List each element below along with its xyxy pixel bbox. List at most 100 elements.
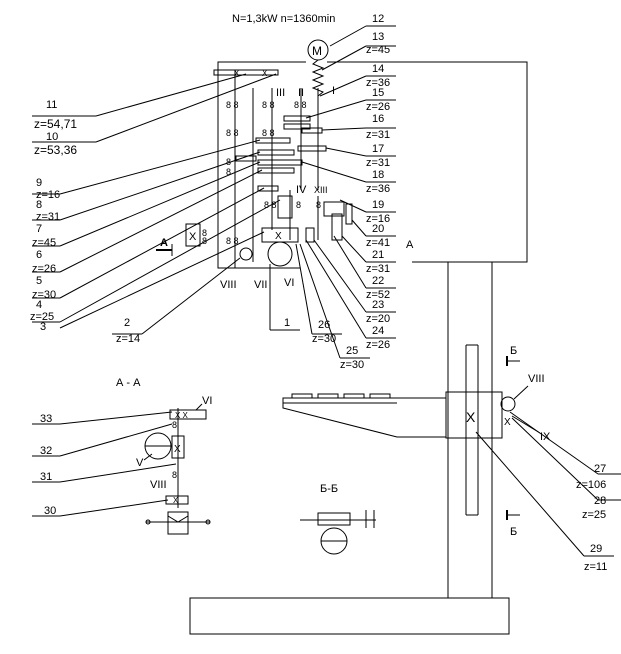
svg-text:X: X	[234, 69, 240, 78]
leader-32-num: 32	[40, 445, 52, 457]
svg-text:8: 8	[296, 200, 301, 210]
labels-left: 11 z=54,71 10 z=53,36 9 z=16 8 z=31 7 z=…	[30, 99, 140, 345]
leader-25-num: 25	[346, 345, 358, 357]
svg-text:8: 8	[172, 420, 177, 430]
leader-26-num: 26	[318, 319, 330, 331]
shaft-label-vi: VI	[284, 277, 294, 289]
svg-text:X: X	[275, 231, 282, 242]
svg-text:8: 8	[202, 236, 207, 246]
leader-21-z: z=31	[366, 263, 390, 275]
leader-18-num: 18	[372, 169, 384, 181]
gear-x-ix: X	[504, 417, 511, 428]
leader-14-num: 14	[372, 63, 384, 75]
leader-19-z: z=16	[366, 213, 390, 225]
svg-text:8: 8	[316, 200, 321, 210]
leader-27-num: 27	[594, 463, 606, 475]
leader-15-num: 15	[372, 87, 384, 99]
svg-text:X: X	[189, 231, 197, 243]
leader-10-num: 10	[46, 131, 58, 143]
svg-text:8: 8	[226, 167, 231, 177]
leader-lines-right	[269, 25, 621, 557]
leader-20-num: 20	[372, 223, 384, 235]
leader-13-num: 13	[372, 31, 384, 43]
leader-4-num: 4	[36, 299, 42, 311]
leader-8-z: z=31	[36, 211, 60, 223]
svg-text:8 8: 8 8	[226, 236, 239, 246]
section-aa-vi: VI	[202, 395, 212, 407]
leader-27-z: z=106	[576, 479, 606, 491]
leader-5-num: 5	[36, 275, 42, 287]
leader-1-num: 1	[284, 317, 290, 329]
leader-lines-left	[32, 73, 281, 335]
section-aa-view: А - А X X VI 8 8 X V VIII X 33 32 31 30	[32, 377, 212, 535]
leader-17-num: 17	[372, 143, 384, 155]
leader-18-z: z=36	[366, 183, 390, 195]
section-a-right-label: A	[406, 239, 414, 251]
leader-24-z: z=26	[366, 339, 390, 351]
handwheel-viii: VIII IX X	[500, 373, 551, 443]
leader-2-z: z=14	[116, 333, 140, 345]
shaft-label-vii: VII	[254, 279, 267, 291]
section-aa-viii: VIII	[150, 479, 167, 491]
svg-text:8 8: 8 8	[226, 100, 239, 110]
leader-15-z: z=26	[366, 101, 390, 113]
table-gear-x: X	[466, 409, 476, 425]
leader-4-z: z=25	[30, 311, 54, 323]
leader-28-num: 28	[594, 495, 606, 507]
svg-text:X: X	[262, 69, 268, 78]
section-b-top-label: Б	[510, 345, 517, 357]
leader-23-z: z=20	[366, 313, 390, 325]
svg-text:8 8: 8 8	[294, 100, 307, 110]
section-b-marks: Б Б	[506, 345, 520, 538]
leader-9-z: z=16	[36, 189, 60, 201]
leader-19-num: 19	[372, 199, 384, 211]
leader-24-num: 24	[372, 325, 384, 337]
leader-21-num: 21	[372, 249, 384, 261]
svg-text:X: X	[173, 496, 179, 505]
leader-13-z: z=45	[366, 44, 390, 56]
leader-8-num: 8	[36, 199, 42, 211]
power-speed-header: N=1,3kW n=1360min	[232, 13, 335, 25]
labels-right: 12 13 z=45 14 z=36 15 z=26 16 z=31 17 z=…	[284, 13, 607, 573]
work-table: X	[282, 391, 503, 439]
leader-11-num: 11	[46, 99, 57, 111]
shaft-label-ii: II	[298, 87, 304, 99]
section-aa-title: А - А	[116, 377, 141, 389]
svg-text:8 8: 8 8	[262, 128, 275, 138]
svg-text:8: 8	[202, 228, 207, 238]
leader-25-z: z=30	[340, 359, 364, 371]
leader-23-num: 23	[372, 299, 384, 311]
leader-6-num: 6	[36, 249, 42, 261]
headstock-shafts	[234, 70, 319, 268]
svg-text:8: 8	[226, 157, 231, 167]
shaft-label-i: I	[332, 85, 335, 97]
shaft-label-xiii: XIII	[314, 185, 328, 195]
shaft-label-iv: IV	[296, 184, 307, 196]
leader-10-z: z=53,36	[34, 143, 77, 157]
leader-16-z: z=31	[366, 129, 390, 141]
leader-22-num: 22	[372, 275, 384, 287]
column	[447, 262, 493, 598]
leader-7-z: z=45	[32, 237, 56, 249]
top-pulley: X X	[213, 69, 279, 78]
machine-base	[189, 597, 510, 635]
leader-3-num: 3	[40, 321, 46, 333]
leader-11-z: z=54,71	[34, 117, 77, 131]
leader-5-z: z=30	[32, 289, 56, 301]
leader-30-num: 30	[44, 505, 56, 517]
section-a-marks: A A	[156, 237, 414, 256]
headstock-housing	[217, 61, 528, 269]
leader-29-z: z=11	[584, 561, 607, 573]
motor-symbol: M	[312, 44, 322, 58]
shaft-label-viii-col: VIII	[528, 373, 545, 385]
leader-29-num: 29	[590, 543, 602, 555]
svg-text:X: X	[174, 444, 181, 455]
leader-33-num: 33	[40, 413, 52, 425]
section-aa-v: V	[136, 457, 144, 469]
shaft-label-iii: III	[276, 87, 285, 99]
leader-17-z: z=31	[366, 157, 390, 169]
section-bb-view: Б-Б	[300, 483, 376, 555]
svg-text:8 8: 8 8	[262, 100, 275, 110]
leader-9-num: 9	[36, 177, 42, 189]
